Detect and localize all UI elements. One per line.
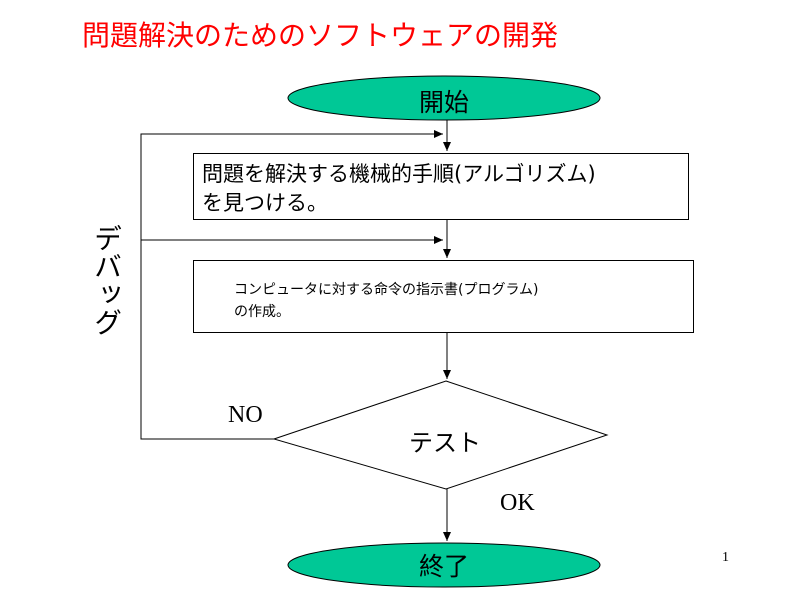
- end-terminal: [287, 542, 601, 588]
- end-label: 終了: [418, 552, 469, 581]
- step1-line1: 問題を解決する機械的手順(アルゴリズム): [202, 162, 596, 186]
- step1-line2: を見つける。: [202, 191, 328, 215]
- no-branch-label: NO: [228, 402, 263, 428]
- debug-loop-outer: [140, 130, 443, 440]
- start-terminal: [287, 75, 601, 121]
- decision-diamond: [272, 380, 609, 490]
- slide-title: 問題解決のためのソフトウェアの開発: [82, 19, 559, 52]
- start-label: 開始: [418, 88, 469, 117]
- step2-line1: コンピュータに対する命令の指示書(プログラム): [234, 282, 539, 298]
- page-number: 1: [722, 550, 729, 565]
- step2-line2: の作成。: [234, 304, 290, 320]
- decision-label: テスト: [409, 429, 481, 457]
- step-write-program: コンピュータに対する命令の指示書(プログラム) の作成。: [193, 260, 694, 333]
- step-find-algorithm: 問題を解決する機械的手順(アルゴリズム) を見つける。: [193, 153, 689, 220]
- ok-branch-label: OK: [500, 490, 535, 516]
- debug-loop-label: デバッグ: [90, 224, 123, 336]
